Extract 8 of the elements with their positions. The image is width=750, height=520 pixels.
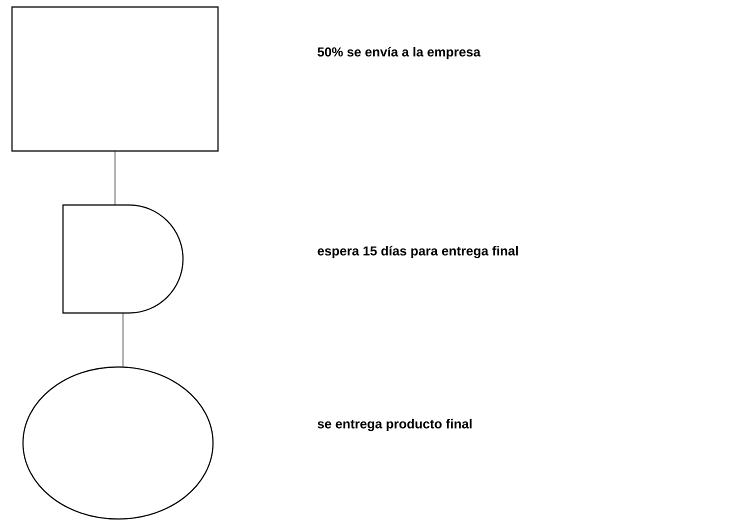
step-note: espera 15 días para entrega final bbox=[318, 246, 518, 258]
process-box bbox=[11, 6, 219, 152]
step-note: se entrega producto final bbox=[318, 418, 472, 432]
delay-shape bbox=[62, 204, 184, 314]
step-note: 50% se envía a la empresa bbox=[318, 46, 481, 60]
terminal-ellipse bbox=[22, 366, 214, 520]
connector-line bbox=[114, 151, 116, 206]
connector-line bbox=[122, 312, 124, 367]
